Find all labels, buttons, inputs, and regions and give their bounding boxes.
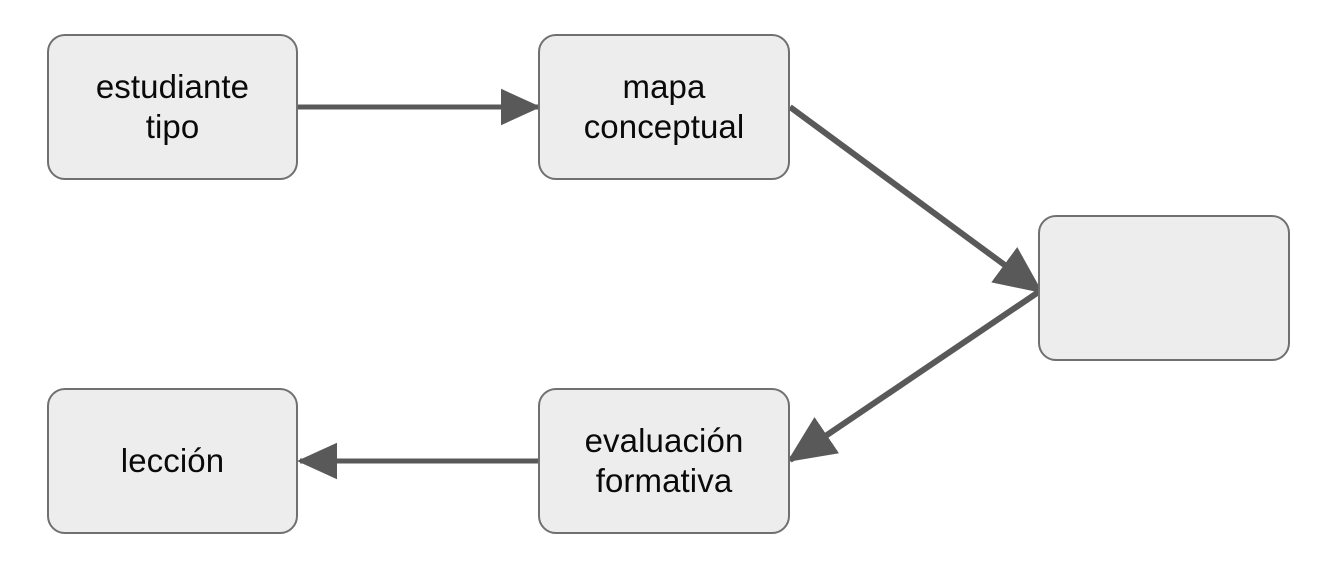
node-empty[interactable] [1038,215,1290,361]
node-label: lección [120,441,225,479]
edge-mapa-to-empty [788,104,1043,294]
node-mapa-conceptual[interactable]: mapa conceptual [538,34,790,180]
node-evaluacion-formativa[interactable]: evaluación formativa [538,388,790,534]
node-estudiante-tipo[interactable]: estudiante tipo [47,34,298,180]
node-label: estudiante tipo [95,67,250,145]
node-label: mapa conceptual [583,67,745,145]
node-label: evaluación formativa [584,421,744,499]
node-leccion[interactable]: lección [47,388,298,534]
edge-empty-to-evaluacion [787,288,1042,463]
